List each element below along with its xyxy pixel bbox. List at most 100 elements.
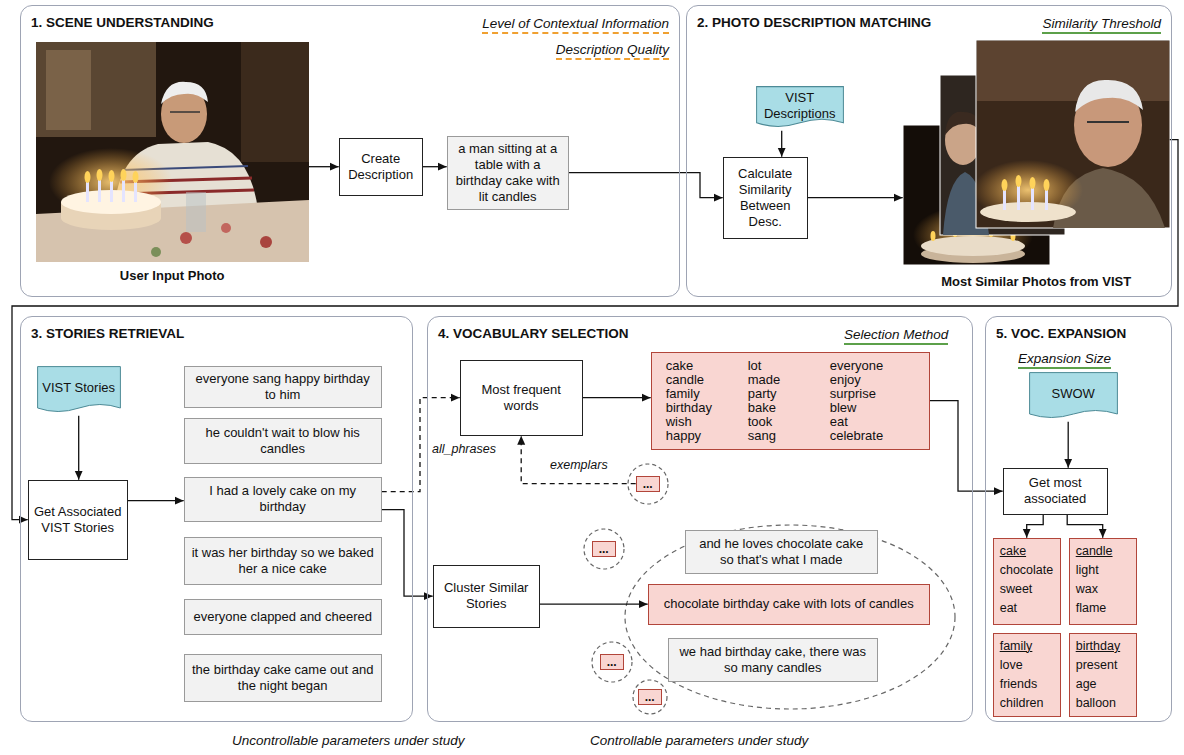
word: happy [666, 429, 748, 443]
edge-label: exemplars [548, 458, 610, 473]
word: lot [748, 359, 830, 373]
cluster-box: ... [592, 541, 616, 557]
process-box: Get most associated [1003, 468, 1108, 515]
stage-panel: 3. STORIES RETRIEVAL VIST StoriesGet Asso… [20, 316, 413, 722]
input-photo [36, 42, 309, 262]
box-text: the birthday cake came out and the night… [190, 662, 376, 694]
word: wish [666, 415, 748, 429]
cluster-outline [625, 525, 955, 709]
document-shape: VIST Descriptions [756, 86, 844, 131]
box-text: ... [599, 543, 609, 555]
word: family [666, 387, 748, 401]
connector [423, 166, 447, 167]
parameter-label: Description Quality [556, 42, 669, 60]
photo-node: User Input Photo [36, 42, 309, 284]
connector [569, 173, 723, 198]
panel-heading: 3. STORIES RETRIEVAL [31, 326, 184, 341]
box-text: everyone clapped and cheered [193, 609, 372, 625]
document-shape: SWOW [1029, 372, 1118, 422]
cluster-box: ... [638, 689, 662, 705]
story-box: everyone sang happy birthday to him [184, 366, 382, 408]
word: friends [1000, 675, 1038, 694]
story-box: I had a lovely cake on my birthday [184, 477, 382, 522]
box-text: Get Associated VIST Stories [34, 504, 122, 536]
expansion-box: birthdaypresentageballoon [1069, 633, 1137, 717]
box-text: chocolate birthday cake with lots of can… [664, 596, 914, 612]
process-box: Most frequent words [460, 360, 583, 436]
document-outline [1029, 372, 1117, 417]
word: flame [1076, 599, 1107, 618]
stage-panel: 5. VOC. EXPANSION Expansion SizeSWOW Get m… [985, 316, 1172, 722]
document-outline [37, 366, 120, 411]
word-list: cakecandlefamilybirthdaywishhappylotmade… [651, 352, 930, 450]
connector [583, 397, 651, 398]
story-box: everyone clapped and cheered [184, 599, 382, 635]
word: party [748, 387, 830, 401]
box-text: and he loves chocolate cake so that's wh… [691, 536, 872, 568]
word: cake [666, 359, 748, 373]
panel-heading: 2. PHOTO DESCRIPTION MATCHING [697, 15, 931, 30]
word: took [748, 415, 830, 429]
connector [78, 416, 79, 480]
document-outline [756, 86, 843, 126]
word: enjoy [830, 373, 915, 387]
parameter-label: Expansion Size [1018, 351, 1111, 369]
panel-heading: 5. VOC. EXPANSION [996, 326, 1126, 341]
cluster-outline [592, 642, 632, 682]
connector [930, 401, 1003, 492]
box-text: ... [607, 656, 617, 668]
box-text: VIST Stories [42, 380, 115, 396]
box-text: it was her birthday so we baked her a ni… [190, 545, 376, 577]
note-label: Controllable parameters under study [590, 733, 808, 748]
word: bake [748, 401, 830, 415]
process-box: Calculate Similarity Between Desc. [723, 157, 808, 239]
box-text: VIST Descriptions [761, 90, 839, 122]
parameter-label: Similarity Threshold [1042, 16, 1161, 34]
expansion-box: familylovefriendschildren [993, 633, 1061, 717]
box-text: we had birthday cake, there was so many … [674, 644, 872, 676]
photo-caption: User Input Photo [6, 268, 339, 284]
box-text: SWOW [1052, 386, 1095, 402]
dashed-connector [521, 436, 636, 484]
story-box: he couldn't wait to blow his candles [184, 418, 382, 464]
word: eat [830, 415, 915, 429]
word: wax [1076, 580, 1098, 599]
connector [382, 510, 433, 597]
word: light [1076, 561, 1099, 580]
word: sang [748, 429, 830, 443]
word: love [1000, 656, 1023, 675]
word: balloon [1076, 694, 1116, 713]
word: age [1076, 675, 1097, 694]
stage-panel: 2. PHOTO DESCRIPTION MATCHING Similarity … [686, 5, 1172, 297]
word: children [1000, 694, 1044, 713]
panel-heading: 1. SCENE UNDERSTANDING [31, 15, 214, 30]
word: surprise [830, 387, 915, 401]
cluster-box: ... [636, 476, 660, 492]
exemplar-box: chocolate birthday cake with lots of can… [648, 584, 930, 625]
story-box: it was her birthday so we baked her a ni… [184, 537, 382, 585]
box-text: Get most associated [1009, 475, 1102, 507]
parameter-label: Selection Method [844, 327, 948, 345]
word: sweet [1000, 580, 1033, 599]
box-text: ... [645, 691, 655, 703]
word: candle [1076, 542, 1113, 561]
cluster-box: ... [600, 654, 624, 670]
word: birthday [666, 401, 748, 415]
word: candle [666, 373, 748, 387]
word: family [1000, 637, 1033, 656]
parameter-label: Level of Contextual Information [482, 16, 669, 34]
story-box: and he loves chocolate cake so that's wh… [685, 530, 878, 574]
photo-caption: Most Similar Photos from VIST [873, 274, 1184, 290]
word: eat [1000, 599, 1017, 618]
box-text: ... [643, 478, 653, 490]
expansion-box: cakechocolatesweeteat [993, 538, 1061, 625]
box-text: Cluster Similar Stories [439, 580, 534, 612]
expansion-box: candlelightwaxflame [1069, 538, 1137, 625]
process-box: Get Associated VIST Stories [28, 480, 128, 560]
cluster-outline [584, 529, 624, 569]
process-box: Create Description [339, 138, 423, 196]
box-text: Calculate Similarity Between Desc. [729, 166, 802, 230]
box-text: everyone sang happy birthday to him [190, 371, 376, 403]
box-text: Most frequent words [466, 382, 577, 414]
